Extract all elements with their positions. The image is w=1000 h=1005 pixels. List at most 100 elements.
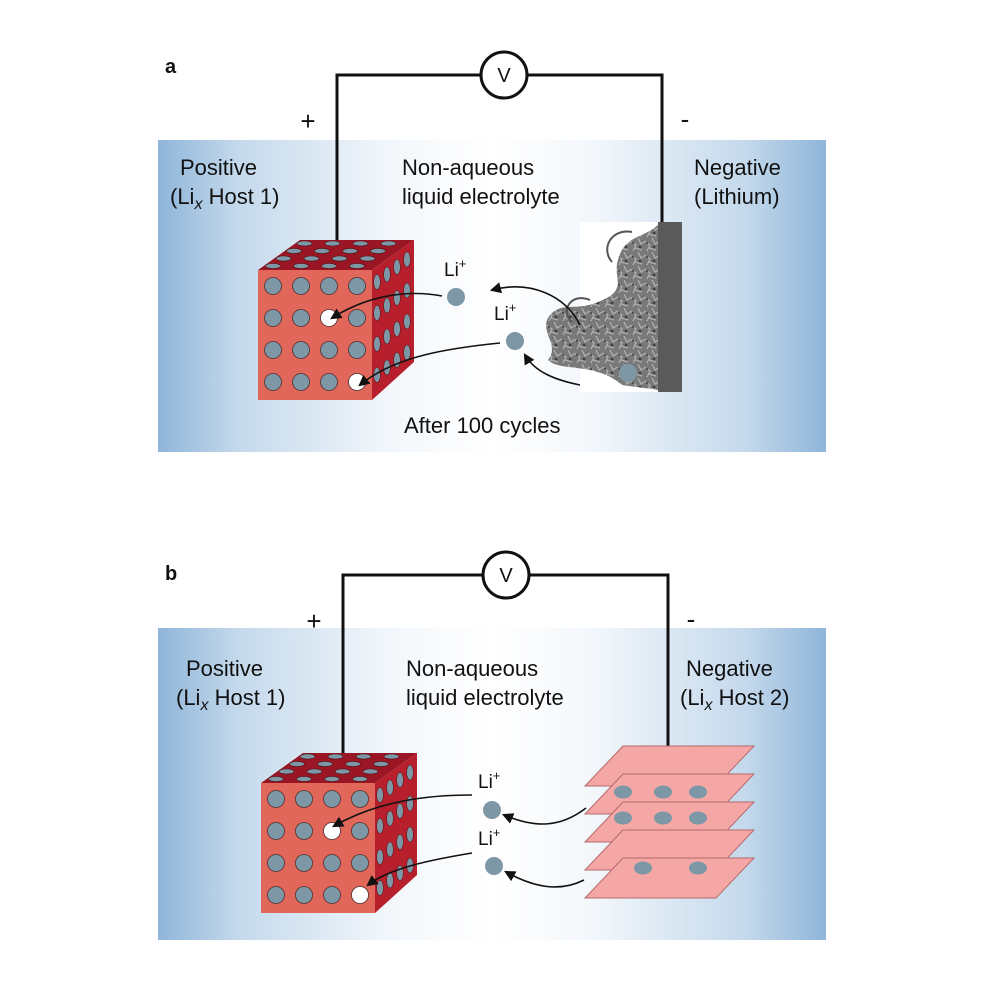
lithium-metal-electrode-a — [546, 222, 682, 392]
top-lattice-ion — [355, 753, 372, 760]
intercalated-ion — [614, 785, 632, 799]
host-layer — [583, 857, 756, 899]
top-lattice-ion — [349, 263, 365, 269]
side-lattice-ion — [373, 336, 381, 352]
positive-electrode-cube-b — [261, 753, 417, 913]
vacancy-site — [351, 886, 369, 904]
lattice-ion — [264, 309, 282, 327]
top-lattice-ion — [286, 248, 302, 254]
top-lattice-ion — [359, 255, 376, 262]
panel-b: b V + - Positive (Lix Host 1) Non-aqueou… — [158, 550, 826, 940]
positive-label-b: Positive — [186, 656, 263, 681]
vacancy-site — [323, 822, 341, 840]
ion-arrow-a4 — [523, 353, 581, 386]
lattice-ion — [351, 790, 369, 808]
ion-label-a1: Li+ — [444, 256, 466, 281]
top-lattice-ion — [278, 768, 295, 775]
electrolyte-label2-a: liquid electrolyte — [402, 184, 560, 209]
electrolyte-label-a: Non-aqueous — [402, 155, 534, 180]
side-lattice-ion — [403, 251, 411, 268]
lithium-ion-b2 — [485, 857, 503, 875]
side-lattice-ion — [403, 282, 411, 299]
side-lattice-ion — [396, 772, 404, 788]
lattice-ion — [351, 822, 369, 840]
lithium-ion-b1 — [483, 801, 501, 819]
lithium-ion-a3 — [619, 364, 637, 382]
top-lattice-ion — [314, 248, 330, 254]
side-lattice-ion — [396, 834, 404, 850]
lattice-ion — [348, 341, 366, 359]
top-lattice-ion — [275, 255, 292, 262]
side-lattice-ion — [386, 779, 394, 796]
ion-arrow-b1 — [332, 794, 473, 828]
side-lattice-ion — [383, 266, 391, 283]
side-lattice-ion — [386, 841, 394, 858]
lattice-ion — [292, 277, 310, 295]
circuit-wire-a — [335, 73, 664, 262]
top-lattice-ion — [324, 776, 340, 782]
side-lattice-ion — [406, 764, 414, 781]
lattice-ion — [320, 373, 338, 391]
positive-sign-b: + — [306, 606, 321, 636]
intercalated-ion — [614, 811, 632, 825]
ion-arrow-a2 — [489, 282, 581, 326]
side-lattice-ion — [373, 274, 381, 290]
lattice-ion — [348, 309, 366, 327]
lattice-ion — [295, 886, 313, 904]
ion-arrow-a1 — [330, 292, 443, 320]
voltmeter-b — [481, 550, 531, 600]
lattice-ion — [267, 854, 285, 872]
lattice-ion — [320, 277, 338, 295]
vacancy-site — [320, 309, 338, 327]
top-lattice-ion — [293, 263, 309, 269]
positive-host-label-a: (Lix Host 1) — [170, 184, 279, 213]
top-lattice-ion — [299, 753, 316, 760]
top-lattice-ion — [327, 753, 344, 760]
side-lattice-ion — [406, 826, 414, 843]
top-lattice-ion — [362, 768, 379, 775]
top-lattice-ion — [352, 240, 369, 247]
top-lattice-ion — [352, 776, 368, 782]
ion-arrow-a3 — [358, 342, 501, 387]
ion-label-a2: Li+ — [494, 300, 516, 325]
top-lattice-ion — [334, 768, 351, 775]
side-lattice-ion — [403, 344, 411, 361]
circuit-wire-b — [341, 573, 670, 754]
voltmeter-label-b: V — [499, 565, 513, 587]
top-lattice-ion — [265, 263, 281, 269]
side-lattice-ion — [386, 810, 394, 827]
cycles-caption-a: After 100 cycles — [404, 413, 561, 438]
lattice-ion — [267, 822, 285, 840]
negative-sign-b: - — [687, 604, 696, 634]
negative-label-a: Negative — [694, 155, 781, 180]
lattice-ion — [320, 341, 338, 359]
lattice-ion — [295, 854, 313, 872]
lattice-ion — [323, 886, 341, 904]
top-lattice-ion — [303, 255, 320, 262]
top-lattice-ion — [345, 761, 361, 767]
lattice-ion — [292, 373, 310, 391]
positive-host-label-b: (Lix Host 1) — [176, 685, 285, 714]
lattice-ion — [295, 790, 313, 808]
side-lattice-ion — [376, 880, 384, 896]
positive-sign-a: + — [300, 106, 315, 136]
panel-letter-b: b — [165, 563, 177, 585]
lattice-ion — [267, 790, 285, 808]
intercalated-ion — [654, 785, 672, 799]
top-lattice-ion — [317, 761, 333, 767]
positive-electrode-cube-a — [258, 240, 414, 400]
intercalated-ion — [689, 861, 707, 875]
layered-negative-electrode-b — [583, 745, 756, 899]
positive-label-a: Positive — [180, 155, 257, 180]
side-lattice-ion — [393, 321, 401, 337]
top-lattice-ion — [321, 263, 337, 269]
top-lattice-ion — [342, 248, 358, 254]
negative-label-b: Negative — [686, 656, 773, 681]
electrolyte-label-b: Non-aqueous — [406, 656, 538, 681]
panel-a: a V + - Positive (Lix Host 1) Non-aqueou… — [158, 50, 826, 452]
top-lattice-ion — [306, 768, 323, 775]
side-lattice-ion — [376, 849, 384, 865]
side-lattice-ion — [403, 313, 411, 330]
ion-arrow-b4 — [504, 870, 585, 888]
